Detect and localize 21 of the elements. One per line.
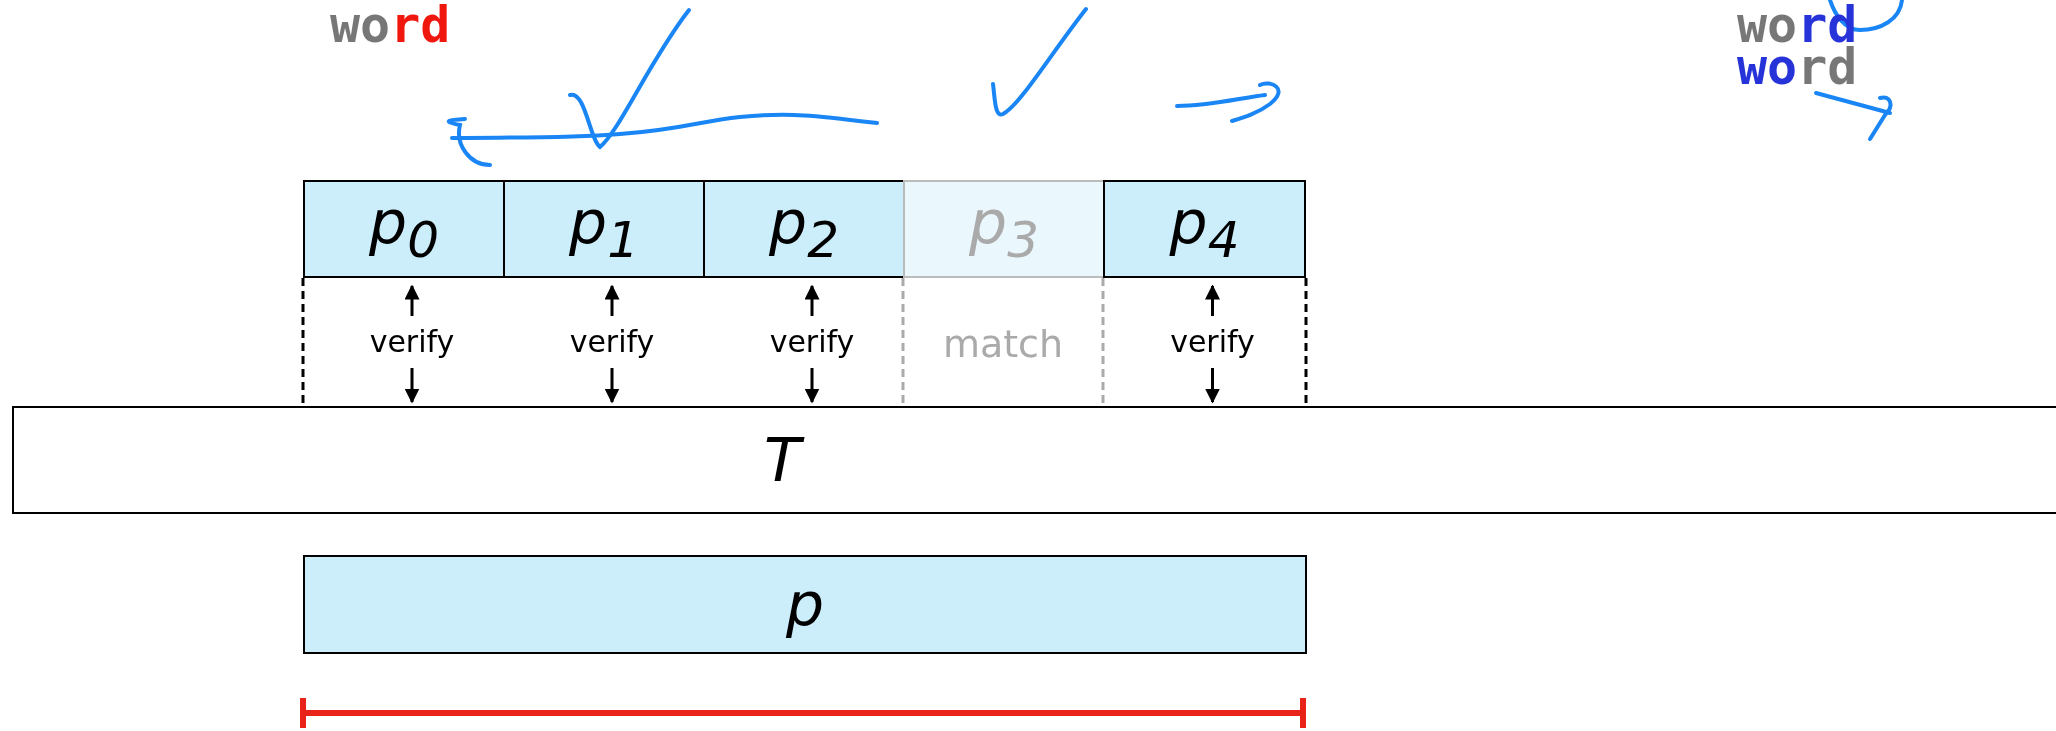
double-arrow (404, 284, 420, 404)
edge-label: verify (1169, 324, 1256, 359)
segment-box (1103, 180, 1306, 278)
double-arrow (804, 284, 820, 404)
edge-label: verify (768, 324, 856, 359)
segment-box (503, 180, 705, 278)
variable-label: p$_{3}$ (969, 193, 1039, 265)
match-label: match (941, 322, 1065, 366)
pattern-box (303, 555, 1307, 654)
variable-label: p$_{2}$ (769, 193, 839, 265)
segment-box (303, 180, 505, 278)
segment-box (703, 180, 905, 278)
segment-box (903, 180, 1105, 278)
edge-label: verify (368, 324, 456, 359)
variable-label: p$_{4}$ (1169, 193, 1240, 265)
edge-label: verify (568, 324, 656, 359)
double-arrow (604, 284, 620, 404)
double-arrow (1205, 284, 1220, 404)
variable-label: p$_{0}$ (369, 193, 439, 265)
text-strip (12, 406, 2056, 514)
variable-label: p$_{1}$ (569, 193, 639, 265)
